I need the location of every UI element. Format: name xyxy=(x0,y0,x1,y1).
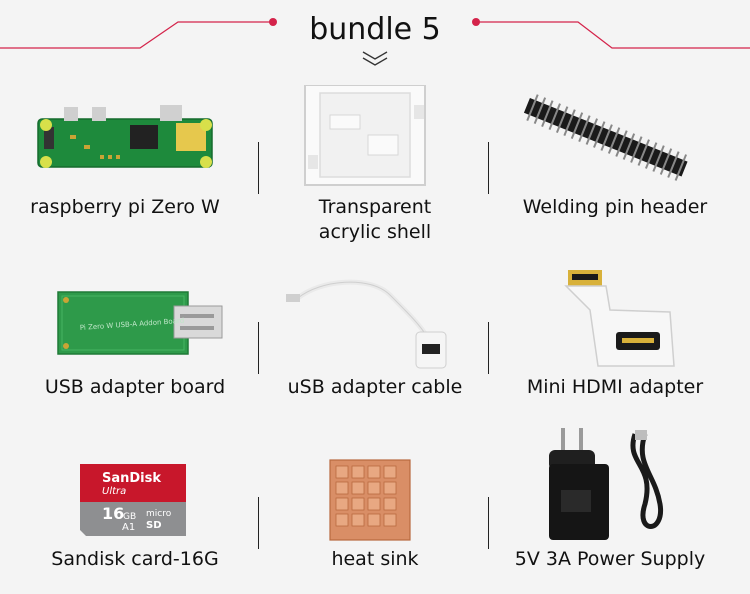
product-label: uSB adapter cable xyxy=(287,376,463,398)
power-supply-icon xyxy=(485,424,735,544)
divider xyxy=(488,497,489,549)
product-sandisk-card: SanDisk Ultra 16 GB A1 micro SD Sandisk … xyxy=(10,424,260,594)
heat-sink-icon xyxy=(250,424,500,544)
card-class: A1 xyxy=(122,522,135,533)
product-label: USB adapter board xyxy=(44,376,226,398)
product-mini-hdmi-adapter: Mini HDMI adapter xyxy=(490,270,740,440)
mini-hdmi-adapter-icon xyxy=(490,270,740,390)
card-unit: GB xyxy=(123,512,136,522)
microsd-card-icon: SanDisk Ultra 16 GB A1 micro SD xyxy=(10,424,260,544)
product-label: Sandisk card-16G xyxy=(51,548,219,570)
card-brand: SanDisk xyxy=(102,471,161,486)
product-pin-header: Welding pin header xyxy=(490,85,740,255)
raspberry-pi-zero-board-icon xyxy=(0,85,250,205)
product-heat-sink: heat sink xyxy=(250,424,500,594)
product-power-supply: 5V 3A Power Supply xyxy=(485,424,735,594)
page-title: bundle 5 xyxy=(309,12,441,47)
pin-header-icon xyxy=(490,85,740,205)
header: bundle 5 xyxy=(0,0,750,80)
usb-otg-cable-icon xyxy=(250,270,500,390)
product-usb-cable: uSB adapter cable xyxy=(250,270,500,440)
usb-adapter-board-icon: Pi Zero W USB-A Addon Board xyxy=(10,270,260,390)
product-label: raspberry pi Zero W xyxy=(30,196,220,218)
divider xyxy=(258,142,259,194)
header-decoration xyxy=(0,18,750,66)
card-line: Ultra xyxy=(102,486,126,497)
divider xyxy=(488,322,489,374)
divider xyxy=(488,142,489,194)
product-label: Transparent acrylic shell xyxy=(318,196,432,243)
acrylic-case-icon xyxy=(250,85,500,205)
divider xyxy=(258,322,259,374)
product-label: 5V 3A Power Supply xyxy=(514,548,706,570)
product-label: Mini HDMI adapter xyxy=(526,376,704,398)
card-capacity: 16 xyxy=(102,504,124,523)
svg-text:SD: SD xyxy=(146,520,162,531)
product-label: heat sink xyxy=(331,548,419,570)
product-acrylic-shell: Transparent acrylic shell xyxy=(250,85,500,255)
svg-text:micro: micro xyxy=(146,509,172,519)
divider xyxy=(258,497,259,549)
product-label: Welding pin header xyxy=(522,196,708,218)
product-usb-adapter-board: Pi Zero W USB-A Addon Board USB adapter … xyxy=(10,270,260,440)
product-raspberry-pi-zero-w: raspberry pi Zero W xyxy=(0,85,250,255)
